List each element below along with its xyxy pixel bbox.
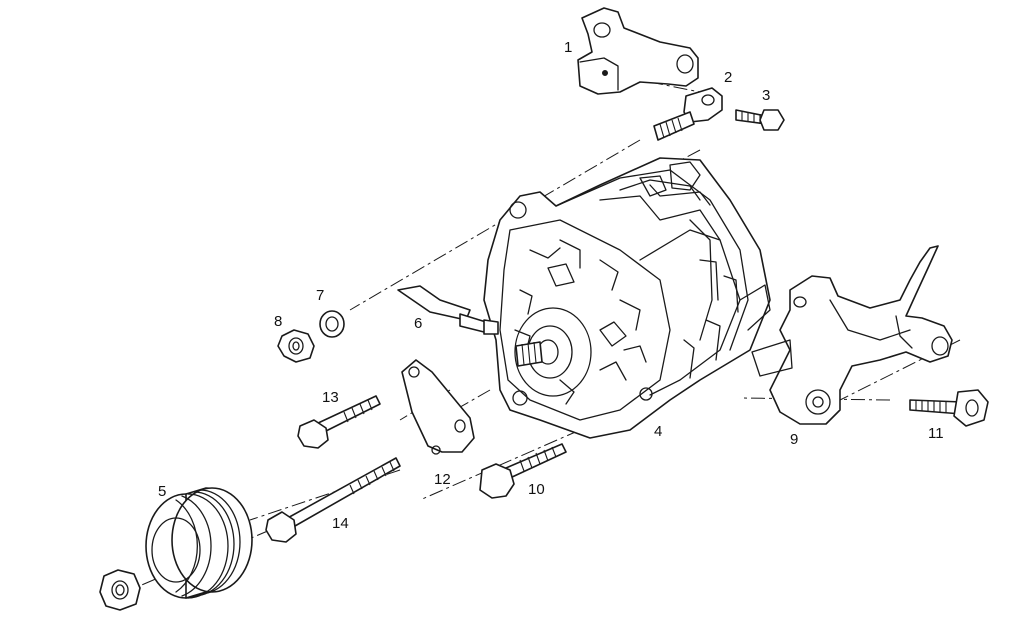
callout-8: 8 xyxy=(274,313,282,330)
part-13-bolt xyxy=(297,395,381,449)
callout-11: 11 xyxy=(928,425,944,442)
part-4-alternator xyxy=(483,157,771,439)
callout-6: 6 xyxy=(414,315,422,332)
part-11-bolt xyxy=(909,389,989,427)
callout-2: 2 xyxy=(724,69,732,86)
part-10-bolt xyxy=(479,443,567,499)
part-2-adjusting-stud xyxy=(653,87,723,141)
callout-4: 4 xyxy=(654,423,662,440)
callout-9: 9 xyxy=(790,431,798,448)
pulley-nut xyxy=(99,569,141,611)
callout-3: 3 xyxy=(762,87,770,104)
part-12-plate xyxy=(401,359,475,455)
part-14-long-bolt xyxy=(265,457,401,543)
callout-labels: 1 2 3 4 5 6 7 8 9 10 11 12 13 14 xyxy=(158,39,944,532)
callout-1: 1 xyxy=(564,39,572,56)
callout-5: 5 xyxy=(158,483,166,500)
callout-7: 7 xyxy=(316,287,324,304)
part-1-upper-bracket xyxy=(577,7,699,95)
callout-10: 10 xyxy=(528,481,545,498)
callout-14: 14 xyxy=(332,515,349,532)
part-5-pulley xyxy=(145,487,253,599)
part-9-lower-bracket xyxy=(751,245,953,425)
part-6-terminal xyxy=(397,285,499,335)
part-7-washer xyxy=(319,310,345,338)
part-8-nut xyxy=(277,329,315,363)
callout-12: 12 xyxy=(434,471,451,488)
part-3-bolt xyxy=(735,109,785,131)
callout-13: 13 xyxy=(322,389,339,406)
